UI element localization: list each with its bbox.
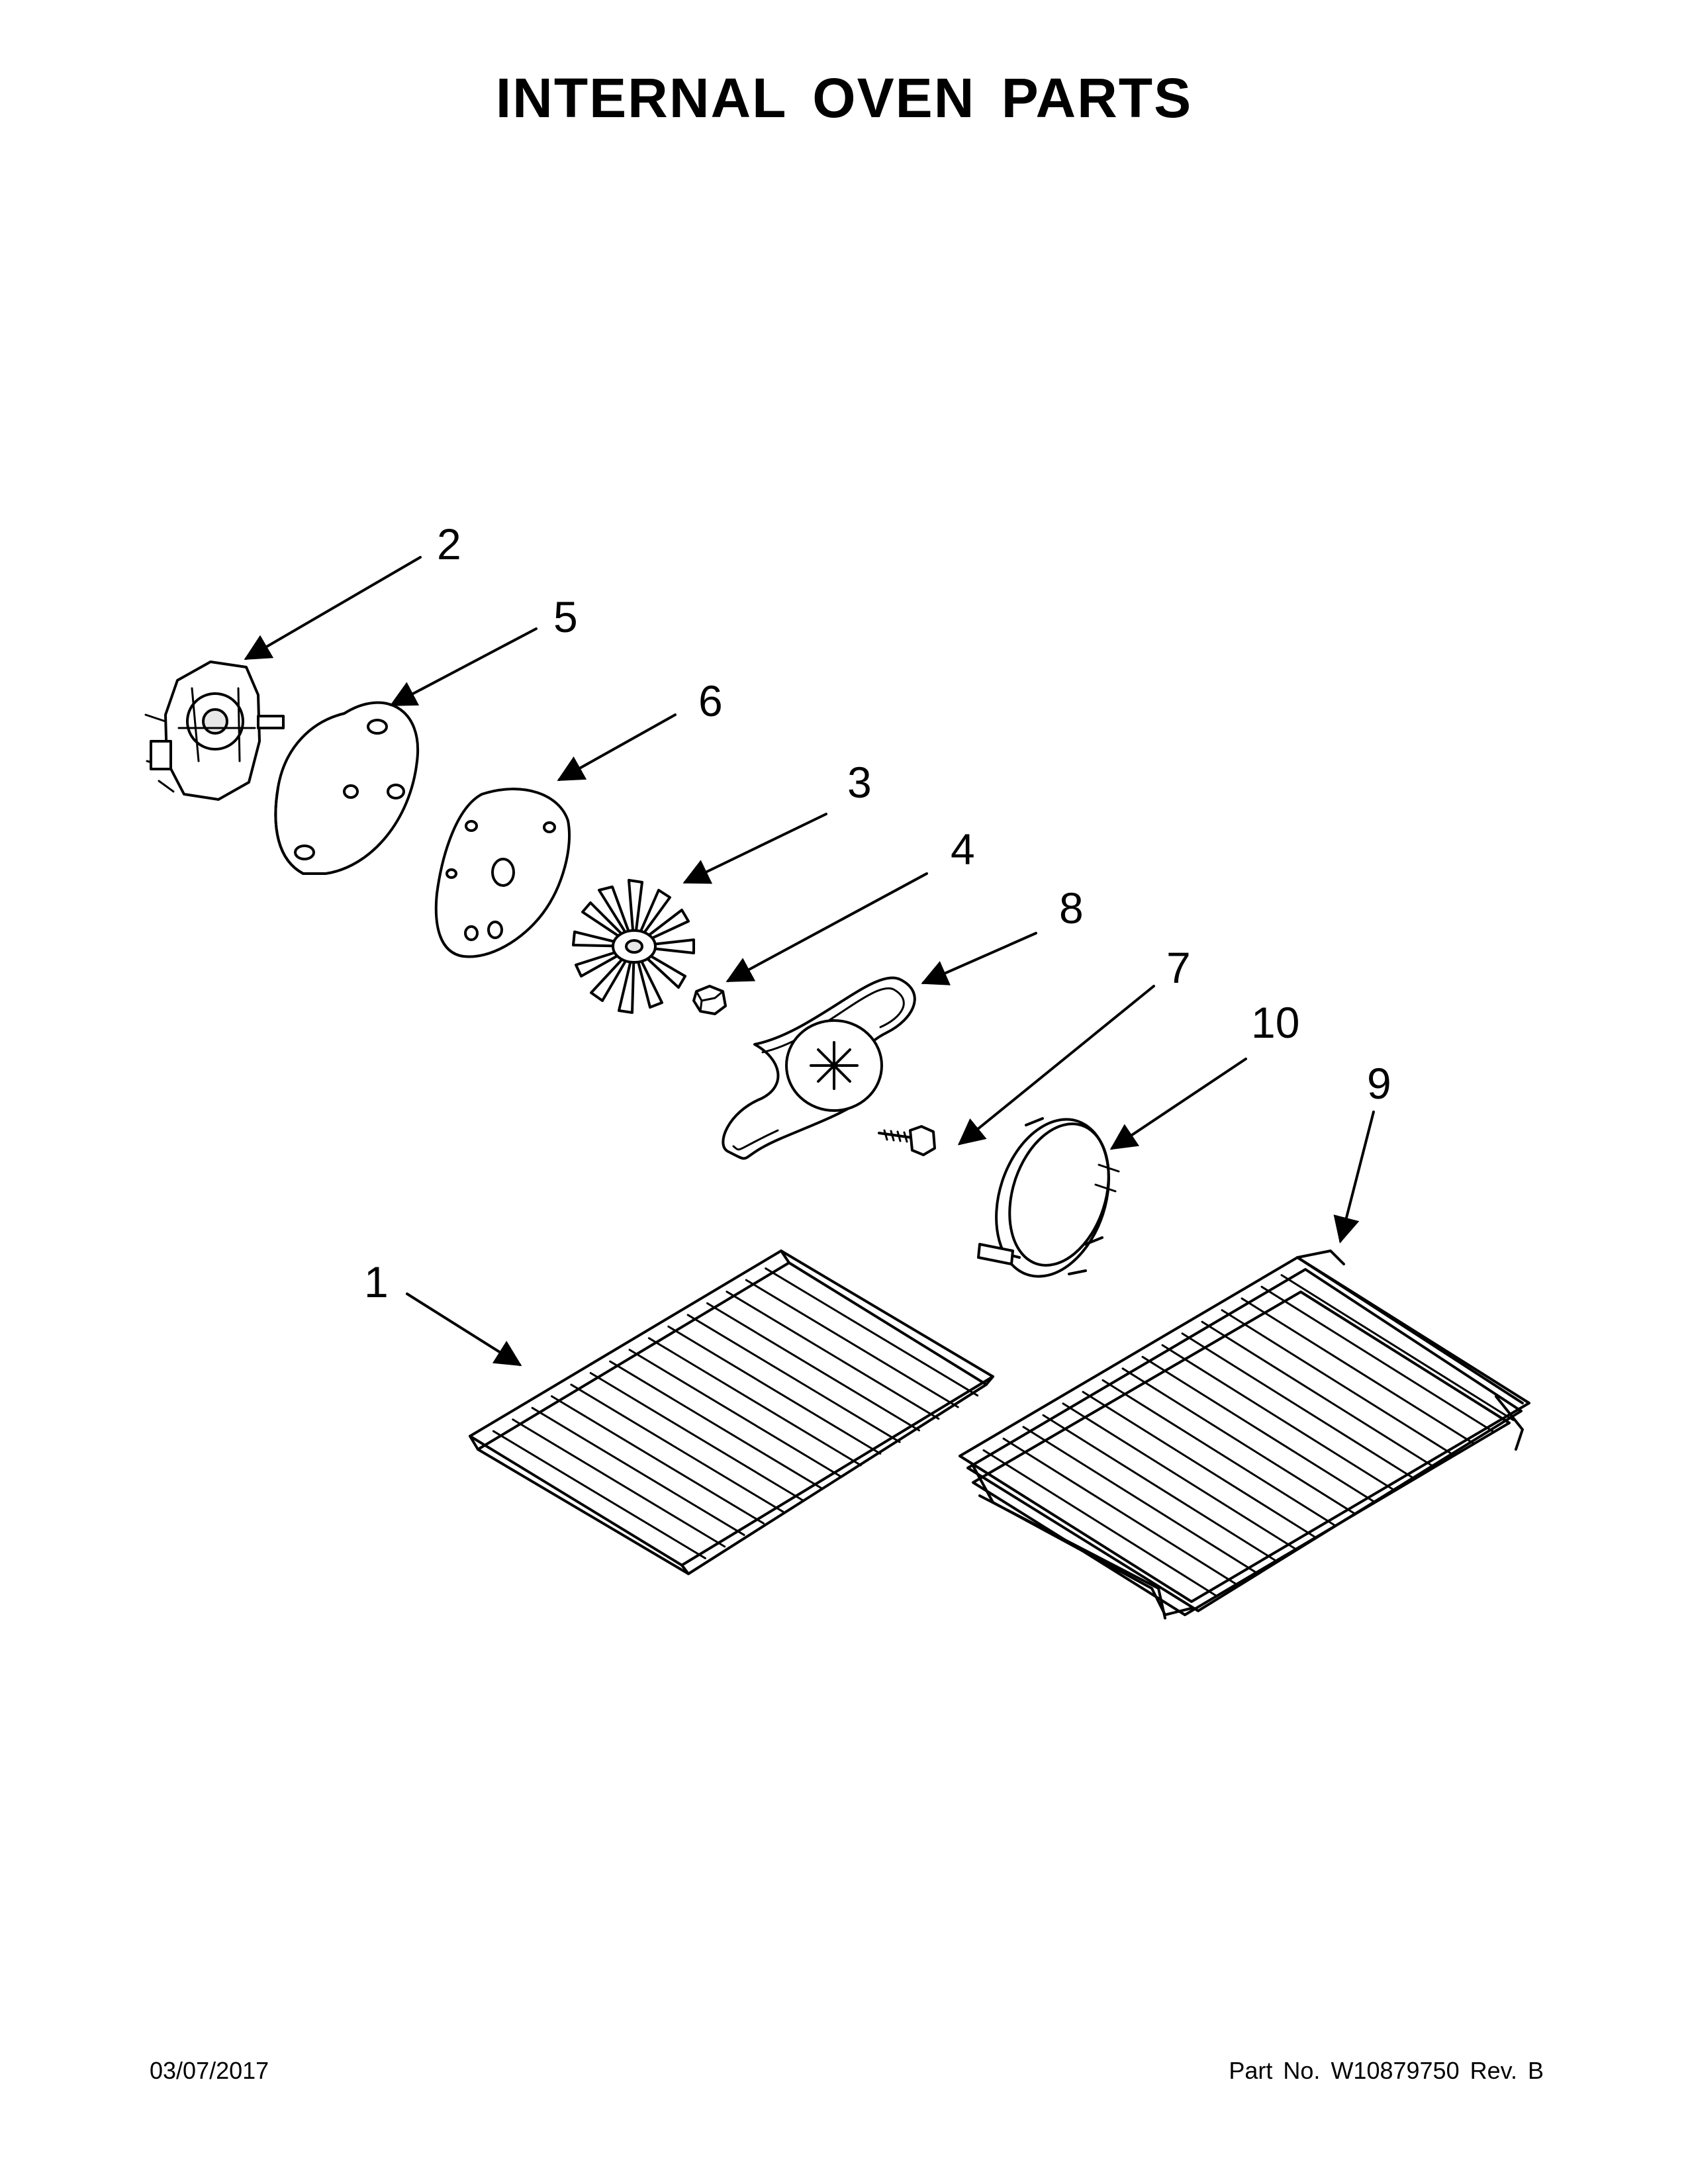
rack-wire bbox=[1102, 1379, 1336, 1526]
rack-wire bbox=[1121, 1367, 1356, 1515]
callout-label-3: 3 bbox=[847, 758, 872, 807]
fan-motor-part bbox=[144, 660, 285, 801]
insulation-disc-part bbox=[274, 701, 420, 875]
rack-wire bbox=[1141, 1355, 1376, 1503]
rack-wire bbox=[1062, 1402, 1296, 1550]
rack-wire bbox=[609, 1360, 823, 1490]
rack-wire bbox=[551, 1395, 765, 1525]
mounting-plate-part bbox=[434, 788, 571, 958]
rack-wire bbox=[745, 1279, 959, 1408]
rack-wire bbox=[1002, 1437, 1237, 1585]
rack-wire bbox=[1241, 1297, 1475, 1445]
rack-wire bbox=[1181, 1332, 1415, 1480]
rack-wire bbox=[686, 1314, 901, 1443]
rack-wire bbox=[1280, 1274, 1515, 1422]
callout-label-9: 9 bbox=[1367, 1059, 1391, 1108]
rack-wire bbox=[512, 1418, 726, 1548]
rack-wire bbox=[1022, 1426, 1256, 1573]
oven-rack-part bbox=[469, 1250, 994, 1575]
screw-part bbox=[878, 1125, 936, 1156]
fan-shield-part bbox=[722, 976, 916, 1160]
part-number-label: Part No. bbox=[1229, 2057, 1321, 2084]
page-title: INTERNAL OVEN PARTS bbox=[495, 67, 1193, 129]
callout-labels: 2 5 6 3 4 8 7 10 9 1 bbox=[364, 520, 1391, 1306]
rack-wire bbox=[1042, 1414, 1276, 1561]
fan-blade-part bbox=[572, 879, 695, 1014]
rack-wire bbox=[706, 1302, 920, 1432]
footer-date: 03/07/2017 bbox=[150, 2057, 269, 2084]
rack-wire bbox=[765, 1267, 979, 1397]
rack-wire bbox=[589, 1372, 804, 1502]
rack-wire bbox=[726, 1291, 940, 1420]
rack-wire bbox=[667, 1325, 882, 1455]
callout-label-1: 1 bbox=[364, 1257, 389, 1306]
callout-label-8: 8 bbox=[1059, 884, 1084, 933]
rack-wire bbox=[531, 1406, 745, 1536]
rack-wire bbox=[492, 1430, 706, 1559]
footer-part-info: Part No. W10879750 Rev. B bbox=[1229, 2057, 1544, 2085]
callout-label-2: 2 bbox=[437, 520, 461, 569]
revision-value: B bbox=[1527, 2057, 1544, 2084]
rack-wire bbox=[628, 1349, 843, 1478]
heating-element-part bbox=[977, 1117, 1120, 1278]
rack-wire bbox=[1082, 1390, 1316, 1538]
callout-label-4: 4 bbox=[951, 825, 975, 874]
callout-label-7: 7 bbox=[1166, 943, 1191, 992]
rack-wire bbox=[570, 1383, 784, 1513]
callout-label-5: 5 bbox=[553, 592, 578, 641]
rack-wire bbox=[1260, 1285, 1495, 1433]
rack-wire bbox=[647, 1337, 862, 1467]
rack-wire bbox=[1161, 1344, 1395, 1492]
fan-nut-part bbox=[692, 985, 727, 1015]
callout-label-10: 10 bbox=[1251, 998, 1299, 1047]
rack-wire bbox=[1201, 1320, 1435, 1468]
callout-label-6: 6 bbox=[698, 676, 723, 725]
revision-label: Rev. bbox=[1470, 2057, 1517, 2084]
extension-rack-part bbox=[959, 1250, 1530, 1619]
part-number: W10879750 bbox=[1331, 2057, 1460, 2084]
rack-wire bbox=[1221, 1309, 1455, 1457]
callout-arrows bbox=[244, 556, 1375, 1367]
rack-wire bbox=[982, 1449, 1217, 1596]
